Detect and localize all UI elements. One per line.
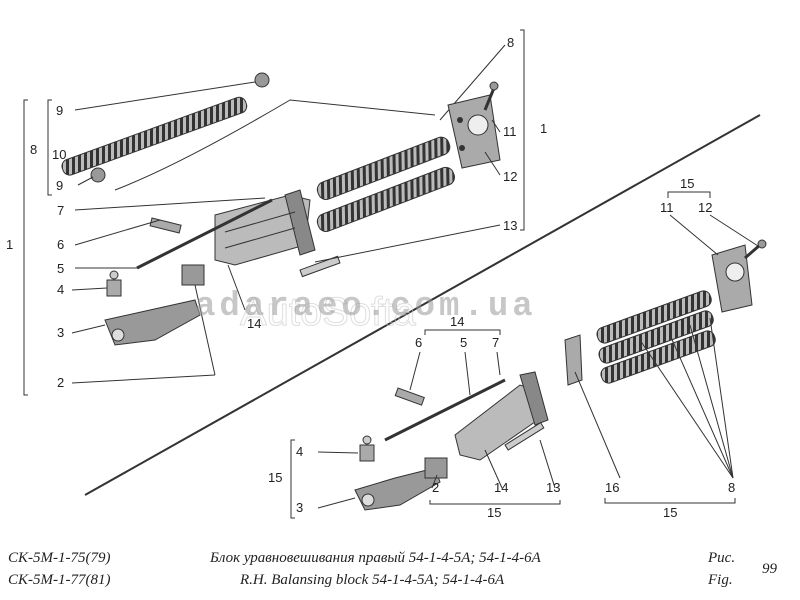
clamp-bottom [424, 457, 448, 479]
bracket-top [214, 189, 316, 266]
caption-title-ru: Блок уравновешивания правый 54-1-4-5А; 5… [210, 550, 541, 566]
rod-top [136, 198, 273, 270]
plate-right [711, 244, 753, 313]
callout-4: 4 [296, 444, 303, 459]
callout-14: 14 [450, 314, 464, 329]
callout-16: 16 [605, 480, 619, 495]
figure-number: 99 [762, 561, 777, 577]
callout-8: 8 [728, 480, 735, 495]
figure-label-en: Fig. [708, 572, 733, 588]
caption-block: СК-5М-1-75(79) СК-5М-1-77(81) Блок уравн… [0, 540, 800, 600]
pin-13-top [299, 255, 341, 278]
callout-8: 8 [30, 142, 37, 157]
callout-9: 9 [56, 103, 63, 118]
spring-upper-right [316, 136, 451, 200]
callout-9: 9 [56, 178, 63, 193]
nut-top [254, 72, 270, 88]
callout-1: 1 [6, 237, 13, 252]
callout-5: 5 [57, 261, 64, 276]
callout-14: 14 [494, 480, 508, 495]
plate-16 [564, 334, 583, 386]
callout-8: 8 [507, 35, 514, 50]
callout-15: 15 [663, 505, 677, 520]
callout-6: 6 [57, 237, 64, 252]
pin-bottom [394, 387, 425, 406]
bolt-right [744, 239, 767, 260]
spring-middle [316, 166, 455, 232]
leaders-bottom [290, 329, 561, 519]
support-plate-top [447, 94, 501, 169]
callout-2: 2 [432, 480, 439, 495]
caption-title-en: R.H. Balansing block 54-1-4-5A; 54-1-4-6… [240, 572, 505, 588]
callout-7: 7 [492, 335, 499, 350]
callout-15: 15 [487, 505, 501, 520]
callout-3: 3 [57, 325, 64, 340]
callout-11: 11 [660, 200, 674, 215]
leader-curve [114, 99, 436, 191]
callout-15: 15 [680, 176, 694, 191]
callout-12: 12 [503, 169, 517, 184]
watermark-ghost: AutoSofta [240, 290, 416, 334]
callout-10: 10 [52, 147, 66, 162]
lever-bottom [354, 467, 441, 511]
pin-top [149, 217, 182, 234]
bracket-bottom [454, 371, 549, 461]
callout-2: 2 [57, 375, 64, 390]
callout-14: 14 [247, 316, 261, 331]
callout-13: 13 [546, 480, 560, 495]
callout-13: 13 [503, 218, 517, 233]
callout-5: 5 [460, 335, 467, 350]
callout-6: 6 [415, 335, 422, 350]
nut-left [90, 167, 106, 183]
lever-top [104, 299, 201, 346]
grease-fitting-top [106, 270, 122, 297]
bolt-11-top [483, 81, 499, 111]
figure-label-ru: Рис. [708, 550, 736, 566]
watermark-main: adaraeo.com.ua [195, 288, 537, 326]
grease-fitting-bottom [359, 435, 375, 462]
rod-bottom [384, 378, 506, 442]
callout-12: 12 [698, 200, 712, 215]
divider-line [84, 114, 761, 496]
parts-diagram: AutoSofta adaraeo.com.ua 8 1 11 12 13 9 … [6, 29, 767, 520]
callout-7: 7 [57, 203, 64, 218]
pin-13-bottom [504, 422, 545, 451]
model-code-1: СК-5М-1-75(79) [8, 550, 111, 566]
callout-1: 1 [540, 121, 547, 136]
spring-upper-left [61, 96, 248, 176]
callout-11: 11 [503, 124, 517, 139]
callout-15: 15 [268, 470, 282, 485]
leaders-right [574, 191, 759, 504]
leaders-top [23, 29, 525, 396]
model-code-2: СК-5М-1-77(81) [8, 572, 111, 588]
clamp-top [181, 264, 205, 286]
callout-4: 4 [57, 282, 64, 297]
callout-3: 3 [296, 500, 303, 515]
spring-set-right [596, 290, 716, 384]
